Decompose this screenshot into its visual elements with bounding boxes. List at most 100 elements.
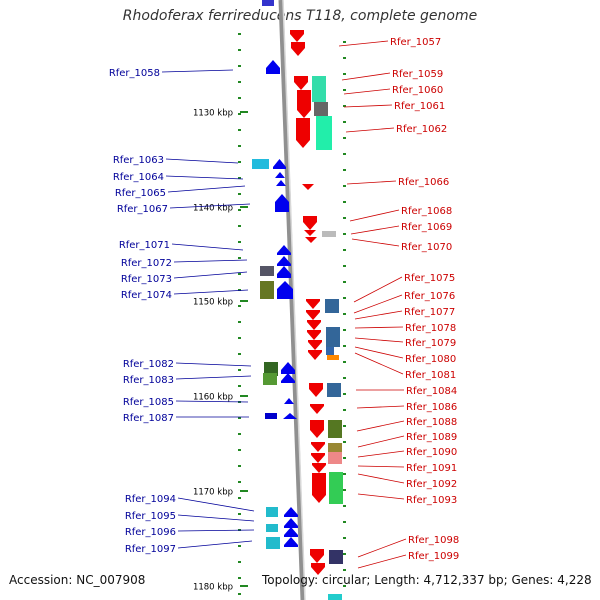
topology-label: Topology: circular; Length: 4,712,337 bp… — [262, 573, 592, 587]
gene-leader — [354, 346, 404, 359]
gene-label: Rfer_1082 — [123, 359, 174, 370]
gene-arrow-forward — [284, 537, 298, 547]
gene-arrow-reverse — [312, 463, 326, 473]
gene-arrow-reverse — [305, 237, 317, 243]
gene-leader — [346, 180, 397, 185]
gene-arrow-forward — [277, 256, 291, 266]
gene-arrow-reverse — [296, 118, 310, 148]
gene-leader — [353, 294, 403, 314]
gene-label: Rfer_1094 — [125, 494, 176, 505]
gene-feature — [314, 102, 328, 116]
gene-label: Rfer_1073 — [121, 274, 172, 285]
gene-label: Rfer_1086 — [406, 402, 457, 413]
gene-leader — [338, 40, 389, 47]
gene-label: Rfer_1063 — [113, 155, 164, 166]
gene-feature — [327, 383, 341, 397]
gene-feature — [266, 537, 280, 549]
gene-arrow-reverse — [297, 90, 311, 118]
gene-feature — [312, 76, 326, 102]
gene-feature — [327, 355, 339, 360]
gene-arrow-reverse — [310, 549, 324, 563]
gene-arrow-reverse — [311, 442, 325, 452]
gene-label: Rfer_1059 — [392, 69, 443, 80]
gene-leader — [350, 225, 400, 235]
gene-arrow-forward — [284, 398, 294, 404]
gene-label: Rfer_1071 — [119, 240, 170, 251]
gene-leader — [356, 420, 405, 432]
gene-label: Rfer_1066 — [398, 177, 449, 188]
gene-arrow-forward — [275, 194, 289, 212]
gene-leader — [161, 69, 234, 73]
gene-leader — [177, 514, 255, 522]
gene-leader — [345, 127, 395, 133]
gene-arrow-forward — [277, 266, 291, 278]
gene-arrow-forward — [284, 507, 298, 517]
gene-label: Rfer_1067 — [117, 204, 168, 215]
gene-arrow-reverse — [311, 453, 325, 463]
gene-leader — [165, 158, 239, 164]
gene-label: Rfer_1095 — [125, 511, 176, 522]
kbp-label: 1140 kbp — [193, 204, 233, 214]
gene-arrow-reverse — [308, 350, 322, 360]
gene-leader — [357, 465, 405, 468]
gene-label: Rfer_1068 — [401, 206, 452, 217]
gene-arrow-reverse — [294, 76, 308, 90]
kbp-label: 1130 kbp — [193, 109, 233, 119]
gene-feature — [325, 299, 339, 313]
gene-label: Rfer_1057 — [390, 37, 441, 48]
gene-arrow-forward — [266, 60, 280, 74]
gene-label: Rfer_1084 — [406, 386, 457, 397]
gene-leader — [354, 310, 403, 320]
gene-leader — [167, 185, 246, 193]
gene-feature — [260, 266, 274, 276]
gene-arrow-reverse — [307, 320, 321, 330]
gene-label: Rfer_1096 — [125, 527, 176, 538]
gene-label: Rfer_1090 — [406, 447, 457, 458]
gene-leader — [349, 209, 400, 222]
gene-label: Rfer_1070 — [401, 242, 452, 253]
gene-feature — [263, 373, 277, 385]
gene-label: Rfer_1062 — [396, 124, 447, 135]
gene-leader — [175, 400, 249, 403]
gene-feature — [326, 347, 334, 355]
gene-label: Rfer_1099 — [408, 551, 459, 562]
gene-leader — [351, 238, 400, 247]
gene-label: Rfer_1064 — [113, 172, 164, 183]
gene-label: Rfer_1074 — [121, 290, 172, 301]
gene-leader — [357, 554, 407, 569]
gene-arrow-reverse — [304, 230, 316, 236]
gene-label: Rfer_1077 — [404, 307, 455, 318]
gene-arrow-forward — [276, 180, 286, 186]
gene-label: Rfer_1093 — [406, 495, 457, 506]
gene-leader — [356, 405, 405, 409]
gene-label: Rfer_1097 — [125, 544, 176, 555]
gene-leader — [357, 473, 405, 484]
gene-arrow-forward — [283, 413, 297, 419]
gene-arrow-reverse — [307, 330, 321, 340]
gene-leader — [357, 435, 405, 448]
gene-label: Rfer_1079 — [405, 338, 456, 349]
gene-label: Rfer_1081 — [405, 370, 456, 381]
gene-leader — [169, 203, 251, 209]
gene-arrow-forward — [277, 245, 291, 255]
gene-label: Rfer_1072 — [121, 258, 172, 269]
gene-leader — [341, 72, 391, 81]
gene-arrow-forward — [281, 373, 295, 383]
gene-label: Rfer_1085 — [123, 397, 174, 408]
gene-feature — [326, 327, 340, 347]
gene-arrow-reverse — [291, 42, 305, 56]
gene-arrow-forward — [281, 362, 295, 374]
gene-label: Rfer_1091 — [406, 463, 457, 474]
gene-label: Rfer_1078 — [405, 323, 456, 334]
kbp-label: 1170 kbp — [193, 488, 233, 498]
gene-feature — [328, 452, 342, 464]
gene-leader — [343, 88, 391, 95]
gene-arrow-reverse — [306, 310, 320, 320]
gene-feature — [316, 116, 332, 150]
gene-leader — [173, 259, 248, 263]
gene-label: Rfer_1075 — [404, 273, 455, 284]
gene-arrow-reverse — [303, 216, 317, 230]
gene-leader — [173, 289, 249, 295]
gene-feature — [264, 362, 278, 376]
